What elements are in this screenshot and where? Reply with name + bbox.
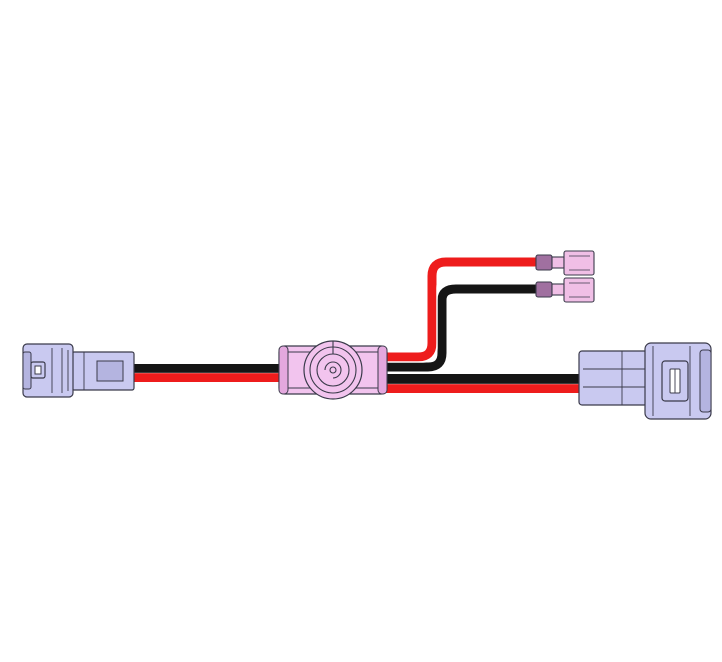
branch-wires (385, 257, 538, 372)
module-cap-arc (324, 361, 342, 379)
right-connector-tail (578, 350, 648, 406)
module-cap-center (329, 366, 337, 374)
spade-terminal-bottom (535, 277, 595, 303)
terminal-blade-top (563, 250, 595, 276)
module-edge-right (377, 345, 388, 395)
left-connector-pin-slot (34, 365, 42, 375)
terminal-barrel-bottom (551, 283, 565, 296)
terminal-barrel-top (551, 256, 565, 269)
right-connector (578, 342, 712, 420)
spade-terminal-top (535, 250, 595, 276)
branch-wire-gap (385, 274, 452, 363)
terminal-blade-bottom (563, 277, 595, 303)
left-wire-black (133, 364, 283, 373)
terminal-crimp-top (535, 254, 553, 271)
left-wire-pair (133, 364, 283, 382)
right-wire-red (385, 384, 585, 393)
left-connector-tail-band (96, 360, 124, 382)
left-wire-red (133, 373, 283, 382)
inline-module (278, 340, 388, 400)
right-connector-face (699, 349, 712, 413)
right-wire-pair (385, 374, 585, 393)
left-connector-face (22, 351, 32, 390)
module-edge-left (278, 345, 289, 395)
terminal-crimp-bottom (535, 281, 553, 298)
right-wire-black (385, 374, 585, 384)
left-connector (22, 343, 135, 398)
branch-wire-red (385, 257, 538, 362)
branch-wire-black (385, 284, 538, 372)
